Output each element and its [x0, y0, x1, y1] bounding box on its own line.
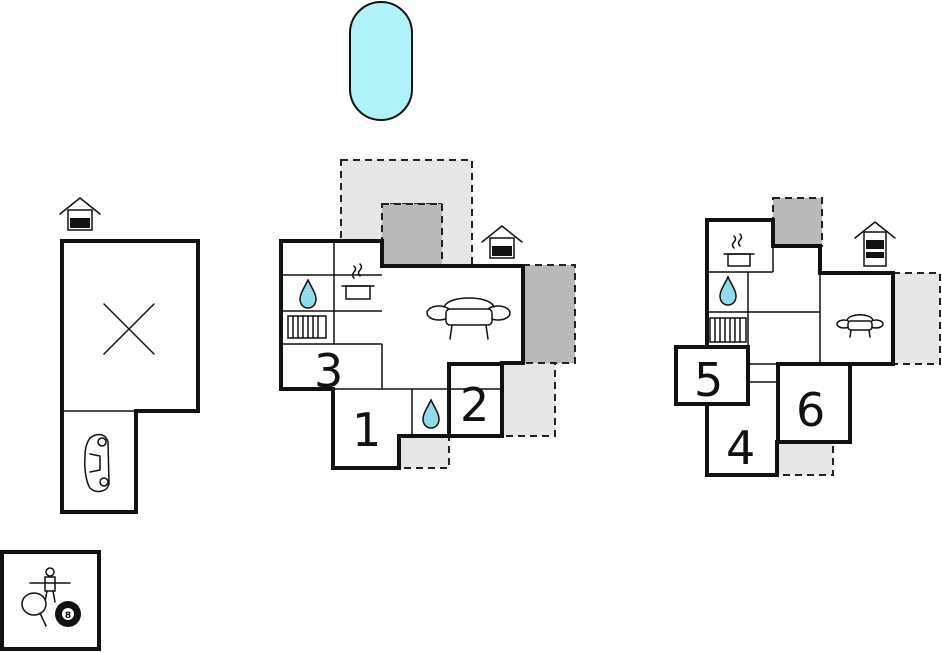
terrace-southeast-light — [501, 362, 556, 437]
terrace-east-dark — [522, 264, 576, 364]
room-number-6: 6 — [796, 383, 825, 437]
water-drop-icon — [299, 278, 317, 309]
room-number-4: 4 — [726, 421, 755, 475]
terrace-east-light-right — [892, 272, 941, 365]
sofa-icon — [836, 314, 884, 338]
room-number-1: 1 — [352, 403, 381, 457]
terrace-north-dark — [381, 203, 443, 267]
terrace-south-light — [398, 435, 450, 469]
terrace-south-light-right — [776, 441, 834, 476]
water-drop-icon — [422, 398, 440, 429]
car-icon — [84, 433, 110, 493]
cooking-pot-icon — [723, 233, 755, 267]
garage-building — [59, 197, 200, 514]
sofa-icon — [426, 297, 511, 340]
room-number-2: 2 — [460, 378, 489, 432]
table-tennis-icon — [21, 592, 47, 627]
right-building: 5 6 4 — [674, 197, 941, 477]
water-drop-icon — [719, 275, 737, 306]
room-number-5: 5 — [694, 353, 723, 407]
terrace-north-dark-right — [772, 197, 823, 247]
game-room: 8 — [0, 550, 101, 651]
house-entrance-icon — [854, 221, 896, 267]
radiator-icon — [287, 315, 327, 339]
house-entrance-icon — [59, 197, 101, 231]
radiator-icon — [709, 317, 747, 343]
house-entrance-icon — [481, 225, 523, 259]
billiard-ball-label: 8 — [65, 611, 71, 621]
billiard-ball-icon: 8 — [55, 601, 81, 627]
cooking-pot-icon — [341, 263, 375, 300]
pool — [349, 1, 413, 121]
cross-icon — [103, 303, 155, 355]
middle-building: 3 1 2 — [279, 159, 576, 470]
room-number-3: 3 — [314, 344, 343, 398]
